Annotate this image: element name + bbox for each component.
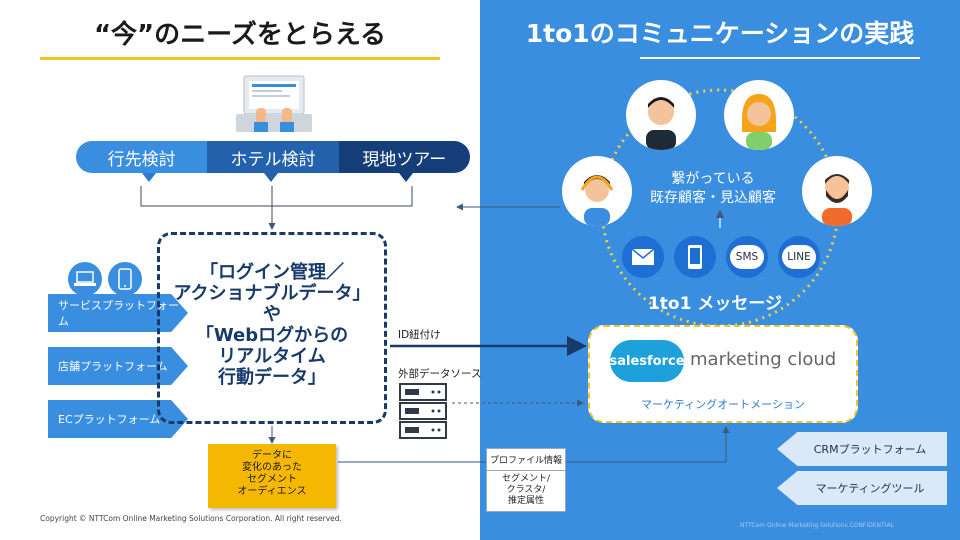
tab-pointer-3 <box>399 173 413 182</box>
connected-line-2: 既存顧客・見込顧客 <box>650 190 776 206</box>
center-line-2: アクショナブルデータ」 <box>173 283 371 304</box>
external-source-label: 外部データソース <box>398 368 482 380</box>
copyright-text: Copyright © NTTCom Online Marketing Solu… <box>40 514 342 523</box>
sms-label: SMS <box>735 251 759 263</box>
laptop-icon <box>236 75 312 132</box>
crm-platform-arrow: CRMプラットフォーム <box>777 432 947 466</box>
marketing-automation-label: マーケティングオートメーション <box>641 398 805 411</box>
center-line-6: 行動データ」 <box>218 367 326 388</box>
center-line-4: 「Webログからの <box>195 325 349 346</box>
customer-woman-blonde-avatar <box>724 80 794 150</box>
center-data-text: 「ログイン管理／ アクショナブルデータ」 や 「Webログからの リアルタイム … <box>160 262 384 388</box>
marketing-tool-arrow: マーケティングツール <box>777 471 947 505</box>
tab-pointer-1 <box>142 173 156 182</box>
id-link-label: ID紐付け <box>398 329 441 341</box>
customer-bearded-man-avatar <box>802 156 872 226</box>
sms-channel-icon: SMS <box>726 236 768 278</box>
laptop-small-icon <box>68 262 102 296</box>
marketing-cloud-name: marketing cloud <box>690 349 837 370</box>
center-line-5: リアルタイム <box>218 346 326 367</box>
confidential-watermark: NTTCom Online Marketing Solutions CONFID… <box>740 522 894 529</box>
center-line-3: や <box>263 304 281 325</box>
sticky-line-4: オーディエンス <box>237 486 307 497</box>
salesforce-logo: salesforce <box>609 340 685 382</box>
profile-line-3: 推定属性 <box>507 496 544 506</box>
connected-line-1: 繋がっている <box>671 171 755 187</box>
profile-line-1: セグメント/ <box>501 474 551 484</box>
sticky-line-3: セグメント <box>247 474 297 485</box>
data-dashed-box <box>157 232 387 424</box>
profile-line-2: クラスタ/ <box>506 485 546 495</box>
smartphone-channel-icon <box>674 236 716 278</box>
sticky-line-1: データに <box>252 450 292 461</box>
service-platform-arrow: サービスプラットフォーム <box>48 294 188 332</box>
search-stage-tabs: 行先検討 ホテル検討 現地ツアー <box>76 141 470 173</box>
profile-info-box: プロファイル情報 セグメント/ クラスタ/ 推定属性 <box>486 448 566 512</box>
one-to-one-message-label: 1to1 メッセージ <box>647 294 783 314</box>
customer-man-avatar <box>626 80 696 150</box>
server-icon <box>399 383 447 439</box>
right-title: 1to1のコミュニケーションの実践 <box>525 19 915 48</box>
customer-woman-headphones-avatar <box>562 156 632 226</box>
tab-pointer-2 <box>264 173 278 182</box>
line-channel-icon: LINE <box>778 236 820 278</box>
tab-destination: 行先検討 <box>76 141 208 173</box>
left-title: “今”のニーズをとらえる <box>93 20 387 50</box>
left-title-underline <box>40 57 440 60</box>
store-platform-arrow: 店舗プラットフォーム <box>48 347 188 385</box>
center-line-1: 「ログイン管理／ <box>200 262 344 283</box>
tab-local-tour: 現地ツアー <box>338 141 470 173</box>
profile-body: セグメント/ クラスタ/ 推定属性 <box>487 471 565 507</box>
tab-hotel: ホテル検討 <box>207 141 339 173</box>
segment-audience-sticky: データに 変化のあった セグメント オーディエンス <box>208 444 336 508</box>
profile-header: プロファイル情報 <box>487 449 565 471</box>
connected-customers-text: 繋がっている 既存顧客・見込顧客 <box>608 170 818 208</box>
email-channel-icon <box>622 236 664 278</box>
line-label: LINE <box>787 251 811 263</box>
sticky-line-2: 変化のあった <box>242 462 302 473</box>
smartphone-small-icon <box>108 262 142 296</box>
right-title-underline <box>640 57 920 59</box>
